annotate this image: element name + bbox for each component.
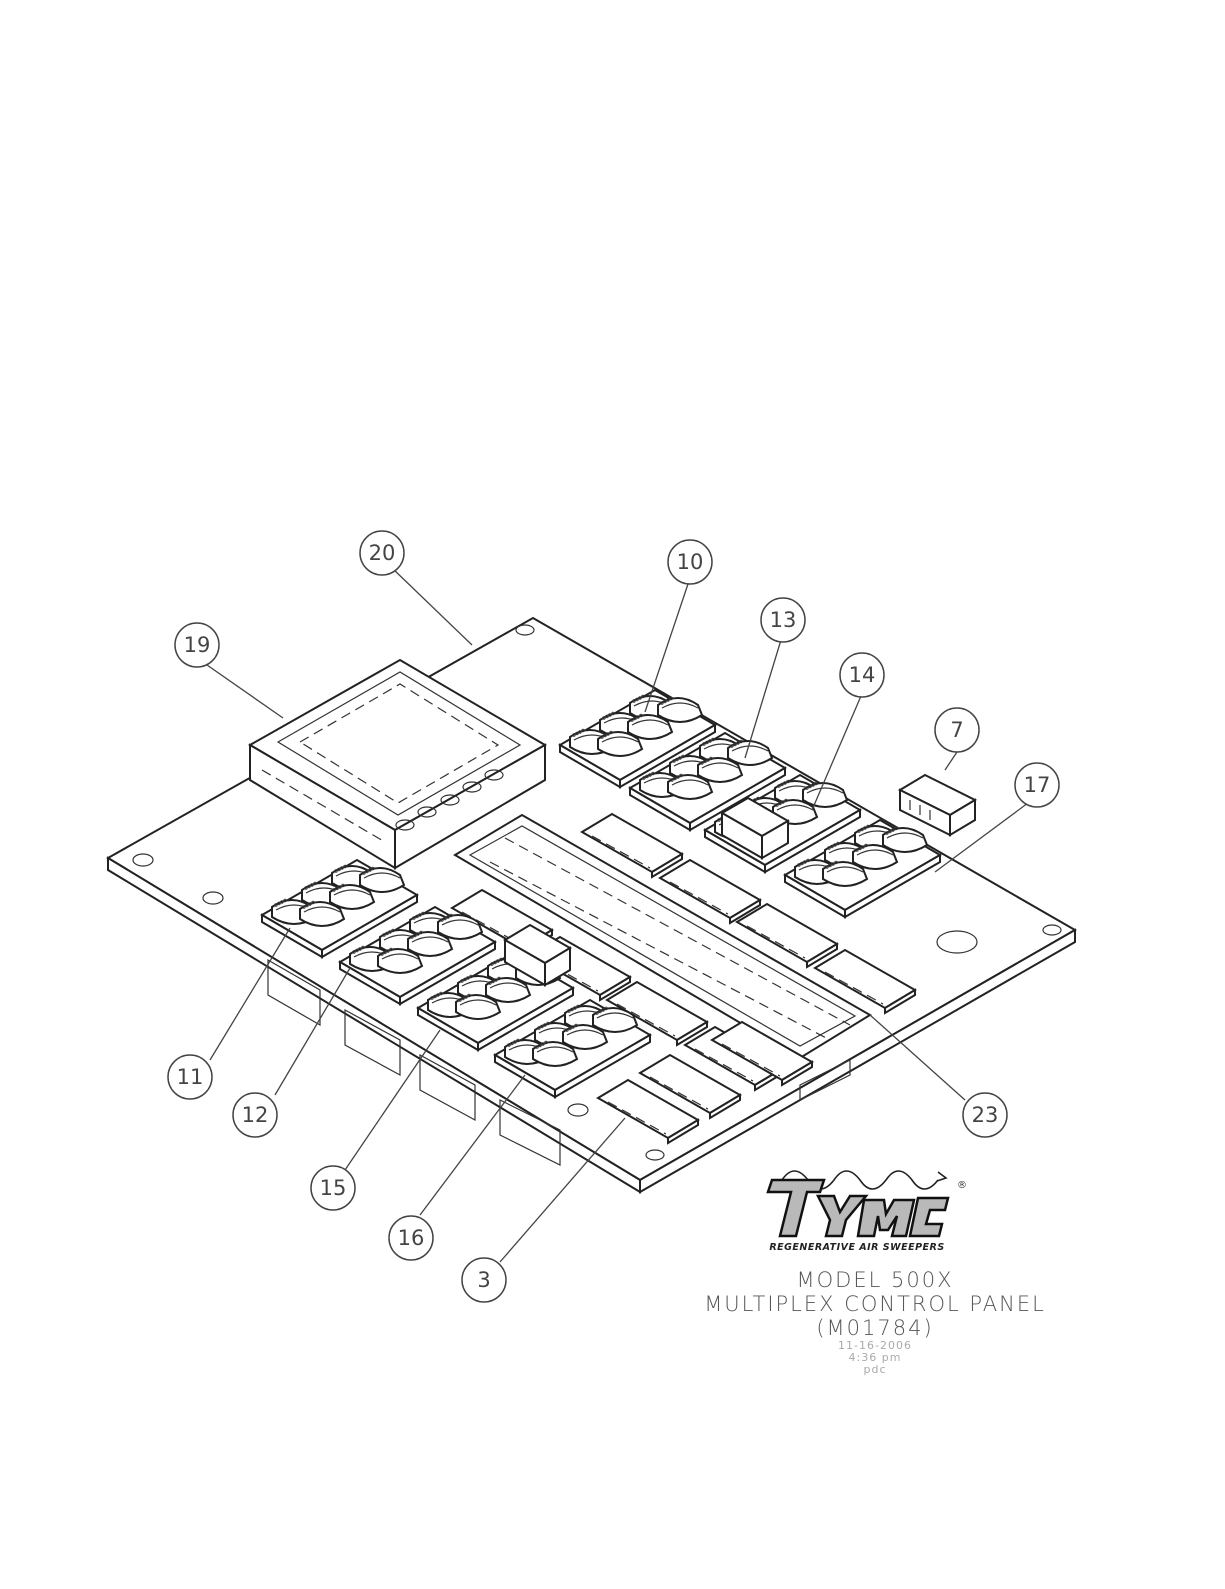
callout-label: 3 (477, 1268, 490, 1292)
rocker-switch (728, 740, 772, 765)
tymco-logo-mark (762, 1158, 972, 1242)
model-title: MODEL 500X (700, 1268, 1050, 1292)
drawing-author: pdc (700, 1364, 1050, 1376)
callout-3: 3 (462, 1258, 506, 1302)
rocker-switch (658, 697, 702, 722)
callout-20: 20 (360, 531, 404, 575)
part-number: (M01784) (700, 1316, 1050, 1340)
callout-11: 11 (168, 1055, 212, 1099)
callout-label: 11 (177, 1065, 204, 1089)
callout-label: 23 (972, 1103, 999, 1127)
callout-label: 10 (677, 550, 704, 574)
callout-17: 17 (1015, 763, 1059, 807)
callout-label: 7 (950, 718, 963, 742)
callout-label: 13 (770, 608, 797, 632)
rocker-switch (883, 827, 927, 852)
callout-15: 15 (311, 1166, 355, 1210)
callout-12: 12 (233, 1093, 277, 1137)
callout-label: 12 (242, 1103, 269, 1127)
connector-plug-7 (900, 775, 975, 835)
logo-registered-mark: ® (957, 1180, 967, 1191)
callout-label: 15 (320, 1176, 347, 1200)
callout-10: 10 (668, 540, 712, 584)
callout-label: 16 (398, 1226, 425, 1250)
callout-7: 7 (935, 708, 979, 752)
callout-label: 19 (184, 633, 211, 657)
logo-tagline: REGENERATIVE AIR SWEEPERS (762, 1242, 952, 1253)
title-block: MODEL 500X MULTIPLEX CONTROL PANEL (M017… (700, 1268, 1050, 1376)
callout-14: 14 (840, 653, 884, 697)
tymco-logo: ® REGENERATIVE AIR SWEEPERS (762, 1158, 972, 1260)
drawing-name: MULTIPLEX CONTROL PANEL (700, 1292, 1050, 1316)
callout-label: 17 (1024, 773, 1051, 797)
callout-19: 19 (175, 623, 219, 667)
callout-label: 14 (849, 663, 876, 687)
callout-16: 16 (389, 1216, 433, 1260)
callout-23: 23 (963, 1093, 1007, 1137)
rocker-switch (803, 782, 847, 807)
callout-label: 20 (369, 541, 396, 565)
callout-13: 13 (761, 598, 805, 642)
